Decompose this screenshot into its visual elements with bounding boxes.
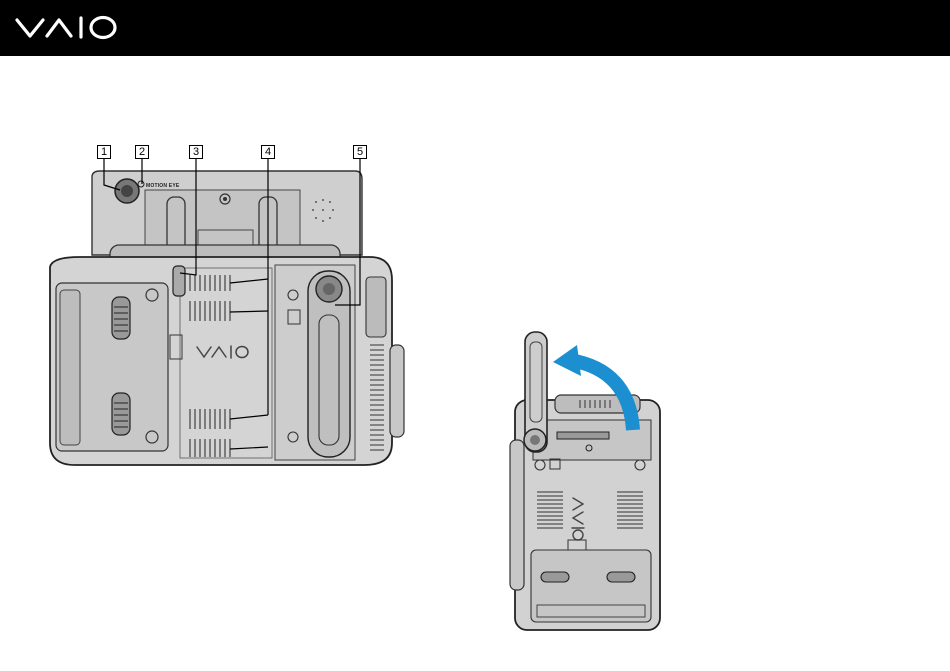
callout-4: 4	[261, 145, 275, 159]
device-stand-figure	[495, 320, 680, 640]
vaio-logo	[15, 14, 120, 42]
callout-1: 1	[97, 145, 111, 159]
device-back-figure: MOTION EYE 1 2 3 4 5	[40, 135, 410, 485]
callout-3: 3	[189, 145, 203, 159]
header-bar	[0, 0, 950, 56]
callout-2: 2	[135, 145, 149, 159]
device-stand-drawing	[495, 320, 680, 635]
callout-5: 5	[353, 145, 367, 159]
camera-label: MOTION EYE	[146, 183, 179, 189]
device-back-drawing	[40, 135, 410, 480]
